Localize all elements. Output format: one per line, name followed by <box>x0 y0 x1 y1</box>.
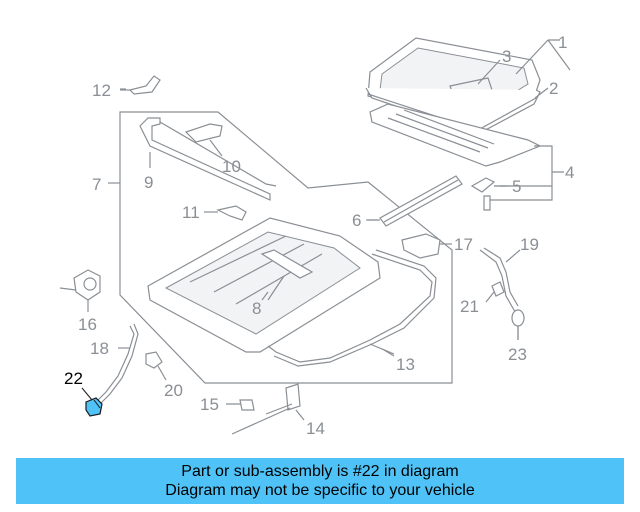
leader-1b <box>547 39 571 71</box>
label-5: 5 <box>512 177 521 196</box>
part-9-rail[interactable] <box>139 117 277 201</box>
leader-13 <box>383 349 395 357</box>
label-18: 18 <box>90 339 109 358</box>
label-16: 16 <box>78 315 97 334</box>
leader-14 <box>295 409 305 421</box>
part-4-panel[interactable] <box>369 103 542 167</box>
part-18-cable[interactable] <box>95 323 139 405</box>
label-22: 22 <box>64 369 83 388</box>
leader-22 <box>81 387 93 401</box>
part-15-clip[interactable] <box>226 399 255 411</box>
leader-1 <box>515 39 560 75</box>
leader-3 <box>477 59 501 85</box>
label-20: 20 <box>164 381 183 400</box>
label-19: 19 <box>520 235 539 254</box>
label-13: 13 <box>396 355 415 374</box>
label-17: 17 <box>454 235 473 254</box>
part-12-clip[interactable] <box>120 75 161 95</box>
label-1: 1 <box>558 33 567 52</box>
part-17-cover[interactable] <box>401 233 452 259</box>
label-23: 23 <box>508 345 527 364</box>
leader-2 <box>534 87 549 99</box>
part-11-bracket[interactable] <box>204 205 247 221</box>
label-10: 10 <box>222 157 241 176</box>
part-5-bracket[interactable] <box>470 177 510 211</box>
part-22-highlighted[interactable] <box>85 397 103 417</box>
part-16-motor[interactable] <box>59 269 101 301</box>
label-11: 11 <box>182 203 200 222</box>
group-7-frame <box>119 111 453 384</box>
label-9: 9 <box>144 173 153 192</box>
label-3: 3 <box>502 47 511 66</box>
leader-20 <box>157 365 167 381</box>
part-21-clip[interactable] <box>491 281 505 297</box>
label-7: 7 <box>92 175 101 194</box>
banner-line-2: Diagram may not be specific to your vehi… <box>165 482 475 499</box>
leader-21 <box>485 291 495 303</box>
part-13-hose[interactable] <box>267 249 437 367</box>
label-2: 2 <box>549 79 558 98</box>
label-4: 4 <box>565 163 574 182</box>
label-6: 6 <box>352 211 361 230</box>
part-10-bracket[interactable] <box>184 123 223 157</box>
leader-8 <box>261 291 269 301</box>
part-20-grommet[interactable] <box>145 351 163 369</box>
info-banner: Part or sub-assembly is #22 in diagram D… <box>16 458 624 504</box>
part-8-housing[interactable] <box>147 217 381 353</box>
part-6-rail[interactable] <box>366 175 463 227</box>
label-12: 12 <box>92 81 111 100</box>
label-8: 8 <box>252 299 261 318</box>
label-15: 15 <box>200 395 219 414</box>
part-14-bracket[interactable] <box>231 383 301 435</box>
label-14: 14 <box>306 419 325 438</box>
label-21: 21 <box>460 297 479 316</box>
banner-line-1: Part or sub-assembly is #22 in diagram <box>181 463 459 480</box>
